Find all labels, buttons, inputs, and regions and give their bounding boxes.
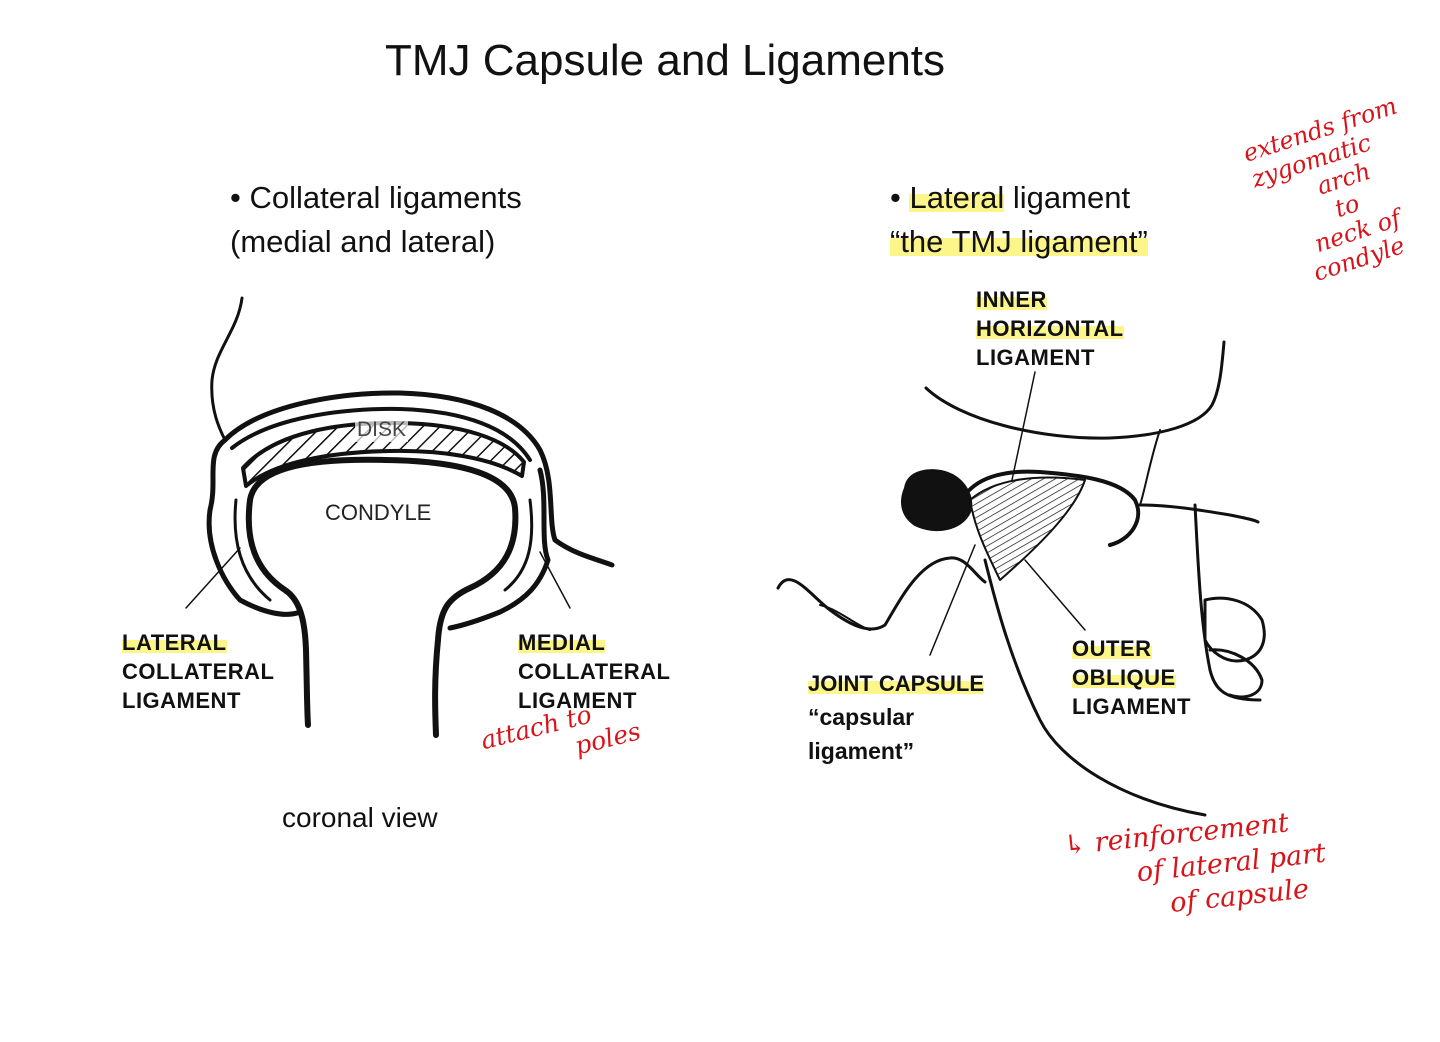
disk-label: DISK: [355, 418, 409, 442]
joint-capsule-outline: [963, 469, 1141, 547]
inner-leader: [1011, 371, 1036, 481]
outer-capsule-left-wall: [206, 437, 303, 617]
molar-teeth: [1203, 596, 1266, 699]
joint-capsule-word: JOINT CAPSULE: [808, 671, 985, 696]
lateral-word: LATERAL: [122, 630, 227, 655]
coronal-view-caption: coronal view: [282, 802, 438, 833]
tmj-ligament-quote: “the TMJ ligament”: [890, 224, 1148, 259]
condyle-head: [247, 456, 519, 738]
lateral-ligament-fibers: [969, 476, 1086, 581]
lateral-highlight: Lateral: [909, 180, 1005, 215]
medial-leader: [539, 551, 571, 609]
outer-word-1: OUTER: [1072, 636, 1152, 661]
bullet-mark: •: [230, 180, 241, 215]
coronal-view-drawing: [185, 296, 615, 738]
outer-leader: [1024, 559, 1086, 631]
outer-capsule: [222, 390, 615, 568]
skull-outline-left: [210, 296, 244, 442]
mandible-ramus: [983, 558, 1207, 817]
medial-word-3: LIGAMENT: [518, 688, 637, 713]
medial-word-2: COLLATERAL: [518, 659, 671, 684]
bullet-rest: ligament: [1004, 180, 1131, 215]
joint-leader: [929, 544, 976, 656]
inner-word-1: INNER: [976, 287, 1047, 312]
bullet-mark-right: •: [890, 180, 901, 215]
joint-capsule-label: JOINT CAPSULE “capsular ligament”: [808, 668, 985, 768]
outer-word-2: OBLIQUE: [1072, 665, 1176, 690]
medial-word: MEDIAL: [518, 630, 606, 655]
outer-word-3: LIGAMENT: [1072, 694, 1191, 719]
capsular-word-2: ligament”: [808, 738, 915, 764]
condyle-label: CONDYLE: [325, 500, 432, 525]
collateral-bullet-line2: (medial and lateral): [230, 224, 496, 259]
medial-collateral-label: MEDIAL COLLATERAL LIGAMENT: [518, 628, 670, 715]
inner-word-2: HORIZONTAL: [976, 316, 1124, 341]
ear-canal: [901, 469, 973, 532]
lateral-ligament-bullet: • Lateral ligament “the TMJ ligament”: [890, 176, 1148, 264]
lateral-word-2: COLLATERAL: [122, 659, 275, 684]
lateral-word-3: LIGAMENT: [122, 688, 241, 713]
articular-disk: [241, 420, 526, 488]
collateral-bullet: • Collateral ligaments (medial and later…: [230, 176, 522, 264]
capsular-word-1: “capsular: [808, 704, 915, 730]
zygomatic-arch: [924, 340, 1226, 440]
lateral-view-drawing: [776, 340, 1266, 817]
fossa-edge: [230, 406, 532, 462]
collateral-bullet-line1: Collateral ligaments: [249, 180, 522, 215]
mastoid-outline: [776, 556, 987, 631]
inner-horizontal-label: INNER HORIZONTAL LIGAMENT: [976, 285, 1124, 372]
outer-oblique-label: OUTER OBLIQUE LIGAMENT: [1072, 634, 1191, 721]
lateral-collateral-label: LATERAL COLLATERAL LIGAMENT: [122, 628, 274, 715]
condyle-neck-left: [245, 497, 311, 728]
lateral-leader: [185, 547, 241, 609]
page-title: TMJ Capsule and Ligaments: [384, 36, 946, 85]
inner-word-3: LIGAMENT: [976, 345, 1095, 370]
